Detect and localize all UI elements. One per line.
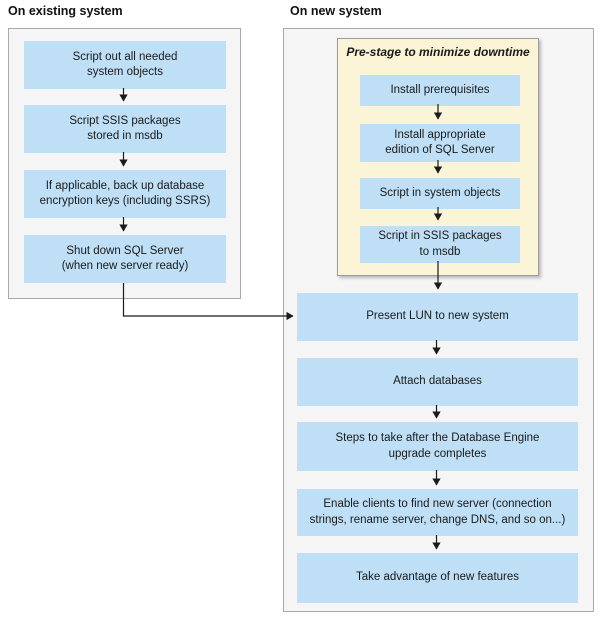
- prestage-group: Pre-stage to minimize downtime Install p…: [337, 38, 539, 276]
- step-backup-encryption-keys: If applicable, back up database encrypti…: [24, 170, 226, 218]
- step-enable-clients-find-server: Enable clients to find new server (conne…: [297, 489, 578, 536]
- prestage-title: Pre-stage to minimize downtime: [346, 45, 530, 59]
- existing-system-container: Script out all needed system objects Scr…: [8, 28, 241, 299]
- step-script-in-system-objects: Script in system objects: [360, 178, 520, 209]
- new-system-label: On new system: [290, 4, 382, 18]
- step-present-lun: Present LUN to new system: [297, 293, 578, 341]
- new-system-container: Pre-stage to minimize downtime Install p…: [283, 28, 594, 612]
- step-shut-down-sql-server: Shut down SQL Server (when new server re…: [24, 235, 226, 283]
- step-install-prerequisites: Install prerequisites: [360, 75, 520, 106]
- step-script-ssis-packages: Script SSIS packages stored in msdb: [24, 105, 226, 153]
- step-take-advantage-new-features: Take advantage of new features: [297, 553, 578, 603]
- step-install-sql-server-edition: Install appropriate edition of SQL Serve…: [360, 124, 520, 162]
- step-script-out-system-objects: Script out all needed system objects: [24, 41, 226, 89]
- existing-system-label: On existing system: [8, 4, 123, 18]
- step-post-upgrade-steps: Steps to take after the Database Engine …: [297, 422, 578, 471]
- step-attach-databases: Attach databases: [297, 358, 578, 406]
- step-script-in-ssis-packages: Script in SSIS packages to msdb: [360, 226, 520, 263]
